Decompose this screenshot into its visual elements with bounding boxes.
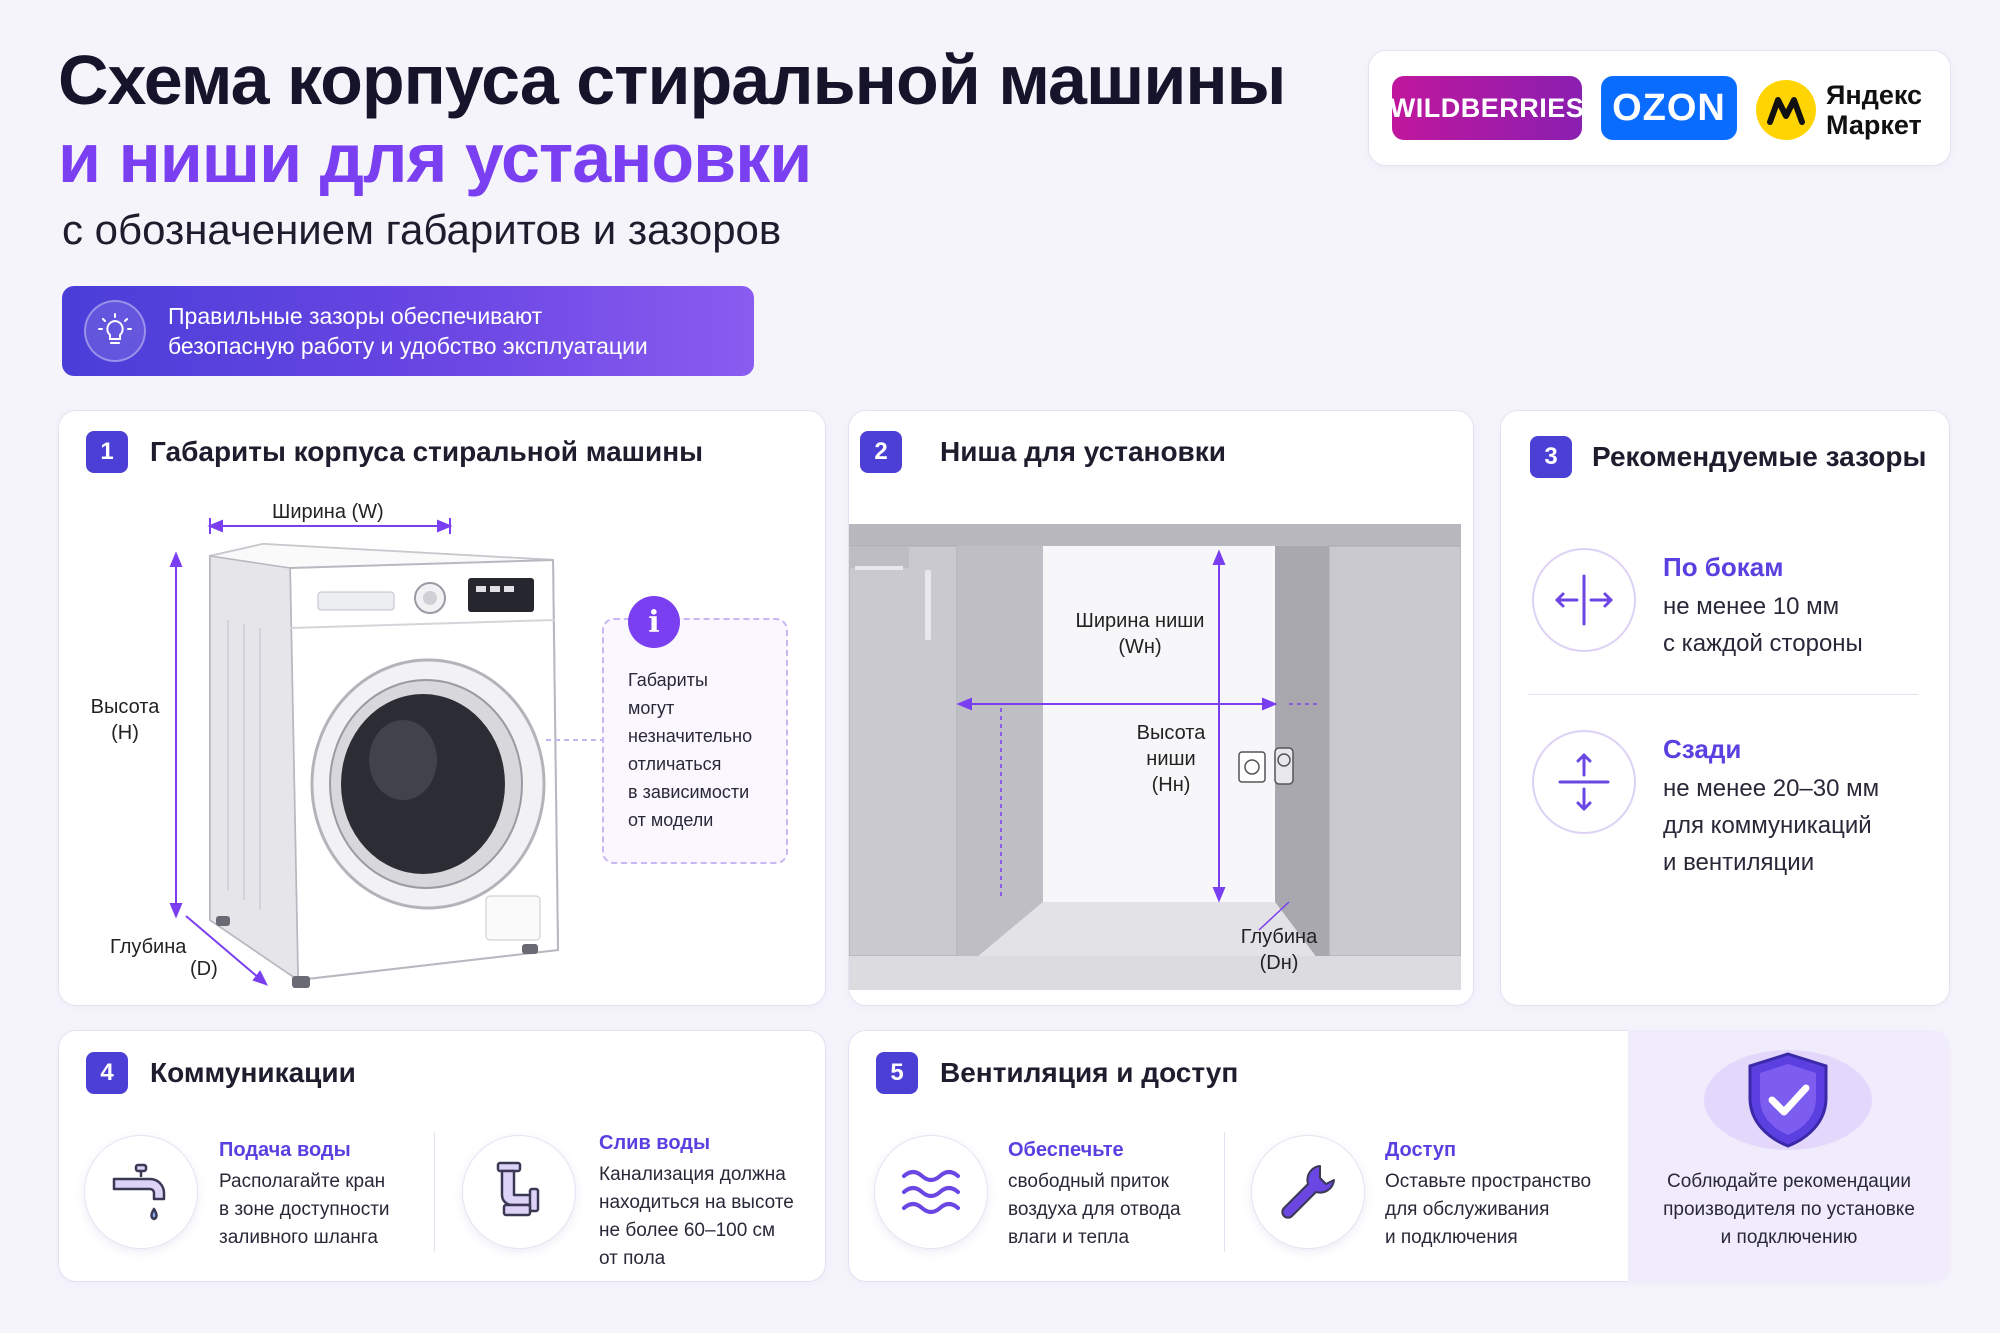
access-line: для обслуживания — [1385, 1199, 1550, 1220]
card-communications — [58, 1030, 826, 1282]
back-gap-title: Сзади — [1663, 734, 1742, 764]
access-line: и подключения — [1385, 1227, 1518, 1248]
faucet-icon — [84, 1135, 198, 1249]
back-gap-icon — [1532, 730, 1636, 834]
note-line: отличаться — [628, 754, 722, 774]
section2-title: Ниша для установки — [940, 436, 1226, 467]
lightbulb-icon — [84, 300, 146, 362]
note-line: незначительно — [628, 726, 753, 746]
height-label-line2: (H) — [111, 722, 139, 744]
yandex-market-icon — [1756, 80, 1816, 140]
card-gaps — [1500, 410, 1950, 1006]
niche-illustration — [849, 524, 1461, 990]
divider — [1224, 1132, 1225, 1252]
section4-title: Коммуникации — [150, 1057, 356, 1088]
airflow-icon — [874, 1135, 988, 1249]
divider — [434, 1132, 435, 1252]
wrench-icon — [1251, 1135, 1365, 1249]
water-in-line: в зоне доступности — [219, 1199, 390, 1220]
drain-line: Канализация должна — [599, 1164, 786, 1185]
section3-title: Рекомендуемые зазоры — [1592, 441, 1927, 472]
shield-check-icon — [1742, 1050, 1834, 1155]
water-in-text: Располагайте кран в зоне доступности зал… — [219, 1168, 390, 1252]
info-icon: i — [628, 596, 680, 648]
niche-height-line2: ниши — [1146, 748, 1196, 770]
side-gap-line1: не менее 10 мм — [1663, 593, 1840, 620]
section1-title: Габариты корпуса стиральной машины — [150, 436, 704, 467]
section5-title: Вентиляция и доступ — [940, 1057, 1239, 1088]
shield-text: Соблюдайте рекомендации производителя по… — [1640, 1168, 1938, 1252]
page-subtitle: с обозначением габаритов и зазоров — [62, 206, 782, 253]
page-title-line1: Схема корпуса стиральной машины — [58, 41, 1286, 119]
gap-divider — [1528, 694, 1918, 695]
depth-label-line2: (D) — [190, 958, 218, 980]
section3-badge: 3 — [1530, 436, 1572, 478]
shield-line: производителя по установке — [1663, 1199, 1915, 1220]
section5-badge: 5 — [876, 1052, 918, 1094]
page-title-line2: и ниши для установки — [58, 119, 812, 197]
back-gap-line2: для коммуникаций — [1663, 812, 1872, 839]
niche-height-line1: Высота — [1136, 722, 1206, 744]
drain-pipe-icon — [462, 1135, 576, 1249]
drain-line: не более 60–100 см — [599, 1220, 776, 1241]
width-label: Ширина (W) — [272, 501, 384, 523]
yandex-market-logo: Яндекс Маркет — [1826, 80, 1922, 140]
water-in-line: заливного шланга — [219, 1227, 378, 1248]
air-line: свободный приток — [1008, 1171, 1169, 1192]
tip-banner: Правильные зазоры обеспечивают безопасну… — [62, 286, 754, 376]
yandex-line2: Маркет — [1826, 110, 1922, 140]
yandex-line1: Яндекс — [1826, 80, 1923, 110]
niche-width-line1: Ширина ниши — [1075, 610, 1205, 632]
niche-depth-line1: Глубина — [1240, 926, 1318, 948]
section2-badge: 2 — [860, 431, 902, 473]
note-line: Габариты — [628, 670, 708, 690]
side-gap-text: не менее 10 мм с каждой стороны — [1663, 588, 1863, 662]
water-in-line: Располагайте кран — [219, 1171, 386, 1192]
side-gap-icon — [1532, 548, 1636, 652]
height-label-line1: Высота — [90, 696, 160, 718]
side-gap-title: По бокам — [1663, 552, 1784, 582]
air-text: свободный приток воздуха для отвода влаг… — [1008, 1168, 1181, 1252]
depth-label-line1: Глубина — [110, 936, 187, 958]
drain-line: находиться на высоте — [599, 1192, 794, 1213]
note-line: в зависимости — [628, 782, 750, 802]
shield-line: Соблюдайте рекомендации — [1667, 1171, 1911, 1192]
niche-height-line3: (Hн) — [1151, 774, 1191, 796]
model-note-text: Габариты могут незначительно отличаться … — [628, 666, 752, 834]
side-gap-line2: с каждой стороны — [1663, 630, 1863, 657]
niche-height-label: Высота ниши (Hн) — [1124, 720, 1218, 798]
niche-depth-line2: (Dн) — [1259, 952, 1299, 974]
drain-line: от пола — [599, 1248, 666, 1269]
model-note-box — [602, 618, 788, 864]
niche-width-label: Ширина ниши (Wн) — [1050, 608, 1230, 660]
wildberries-logo: WILDBERRIES — [1390, 76, 1584, 140]
niche-depth-label: Глубина (Dн) — [1232, 924, 1326, 976]
air-title: Обеспечьте — [1008, 1139, 1124, 1161]
back-gap-line1: не менее 20–30 мм — [1663, 775, 1880, 802]
note-line: могут — [628, 698, 675, 718]
washing-machine-illustration — [169, 518, 602, 988]
back-gap-text: не менее 20–30 мм для коммуникаций и вен… — [1663, 770, 1879, 881]
access-line: Оставьте пространство — [1385, 1171, 1592, 1192]
air-line: воздуха для отвода — [1008, 1199, 1181, 1220]
height-label: Высота (H) — [82, 694, 168, 746]
access-text: Оставьте пространство для обслуживания и… — [1385, 1168, 1591, 1252]
back-gap-line3: и вентиляции — [1663, 849, 1815, 876]
access-title: Доступ — [1385, 1139, 1457, 1161]
note-line: от модели — [628, 810, 714, 830]
section1-badge: 1 — [86, 431, 128, 473]
drain-title: Слив воды — [599, 1132, 711, 1154]
tip-text: Правильные зазоры обеспечивают безопасну… — [168, 301, 648, 361]
drain-text: Канализация должна находиться на высоте … — [599, 1161, 794, 1273]
ozon-logo: OZON — [1601, 76, 1737, 140]
niche-width-line2: (Wн) — [1118, 636, 1162, 658]
tip-line1: Правильные зазоры обеспечивают — [168, 303, 543, 329]
shield-line: и подключению — [1720, 1227, 1858, 1248]
section4-badge: 4 — [86, 1052, 128, 1094]
tip-line2: безопасную работу и удобство эксплуатаци… — [168, 333, 648, 359]
air-line: влаги и тепла — [1008, 1227, 1130, 1248]
water-in-title: Подача воды — [219, 1139, 351, 1161]
